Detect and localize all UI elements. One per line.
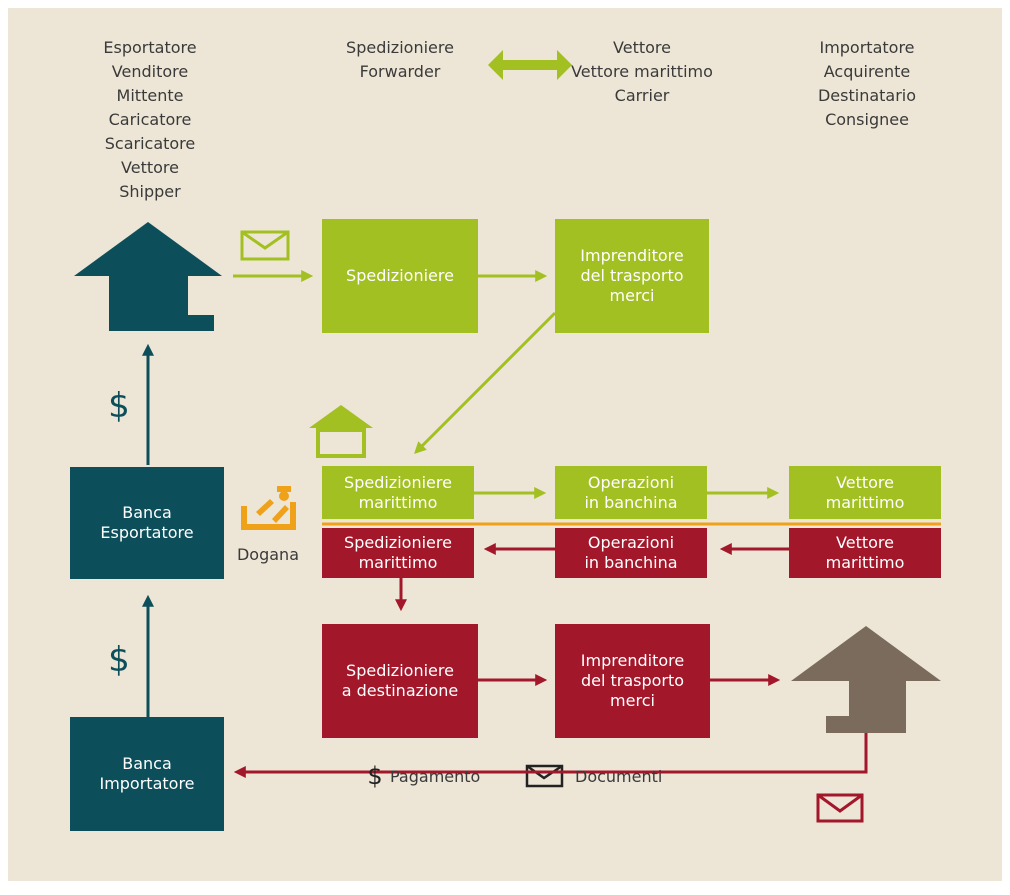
- forwarder-carrier-double-arrow: [488, 50, 572, 80]
- importer-house-icon: [791, 626, 941, 733]
- envelope-icon-top: [240, 230, 290, 261]
- banca-esportatore-box: Banca Esportatore: [70, 467, 224, 579]
- role-label: Forwarder: [359, 62, 441, 81]
- role-label: Acquirente: [823, 62, 911, 81]
- forwarder-roles: Spedizioniere Forwarder: [320, 36, 480, 84]
- importer-roles: Importatore Acquirente Destinatario Cons…: [782, 36, 952, 132]
- imprenditore-trasporto-box-bottom: Imprenditore del trasporto merci: [555, 624, 710, 738]
- role-label: Consignee: [825, 110, 909, 129]
- customs-officer-icon: [241, 486, 296, 530]
- role-label: Carrier: [614, 86, 670, 105]
- role-label: Vettore marittimo: [571, 62, 713, 81]
- vettore-marittimo-box-green: Vettore marittimo: [789, 466, 941, 519]
- role-label: Destinatario: [817, 86, 917, 105]
- operazioni-banchina-box-green: Operazioni in banchina: [555, 466, 707, 519]
- role-label: Spedizioniere: [346, 38, 454, 57]
- exporter-house-icon: [74, 222, 222, 331]
- role-label: Vettore: [121, 158, 179, 177]
- role-label: Caricatore: [108, 110, 192, 129]
- envelope-icon-bottom: [816, 793, 864, 823]
- arrow-imprenditore-to-marittimo: [414, 311, 557, 454]
- legend-dollar-icon: $: [367, 762, 383, 790]
- role-label: Vettore: [613, 38, 671, 57]
- vettore-marittimo-box-red: Vettore marittimo: [789, 528, 941, 578]
- carrier-roles: Vettore Vettore marittimo Carrier: [562, 36, 722, 108]
- role-label: Venditore: [111, 62, 189, 81]
- arrow-importer-to-banca-importatore: [233, 733, 868, 778]
- banca-importatore-box: Banca Importatore: [70, 717, 224, 831]
- payment-dollar-icon-upper: $: [108, 386, 130, 426]
- spedizioniere-box: Spedizioniere: [322, 219, 478, 333]
- spedizioniere-destinazione-box: Spedizioniere a destinazione: [322, 624, 478, 738]
- role-label: Mittente: [116, 86, 184, 105]
- spedizioniere-marittimo-box-green: Spedizioniere marittimo: [322, 466, 474, 519]
- payment-dollar-icon-lower: $: [108, 640, 130, 680]
- envelope-icon-legend: [525, 764, 564, 788]
- customs-house-icon: [309, 405, 373, 458]
- role-label: Importatore: [819, 38, 915, 57]
- legend-documents-label: Documenti: [575, 767, 663, 786]
- dogana-label: Dogana: [236, 545, 299, 564]
- role-label: Scaricatore: [104, 134, 196, 153]
- imprenditore-trasporto-box-top: Imprenditore del trasporto merci: [555, 219, 709, 333]
- legend-payment-label: Pagamento: [390, 767, 481, 786]
- spedizioniere-marittimo-box-red: Spedizioniere marittimo: [322, 528, 474, 578]
- role-label: Shipper: [119, 182, 181, 201]
- operazioni-banchina-box-red: Operazioni in banchina: [555, 528, 707, 578]
- role-label: Esportatore: [103, 38, 197, 57]
- exporter-roles: Esportatore Venditore Mittente Caricator…: [70, 36, 230, 204]
